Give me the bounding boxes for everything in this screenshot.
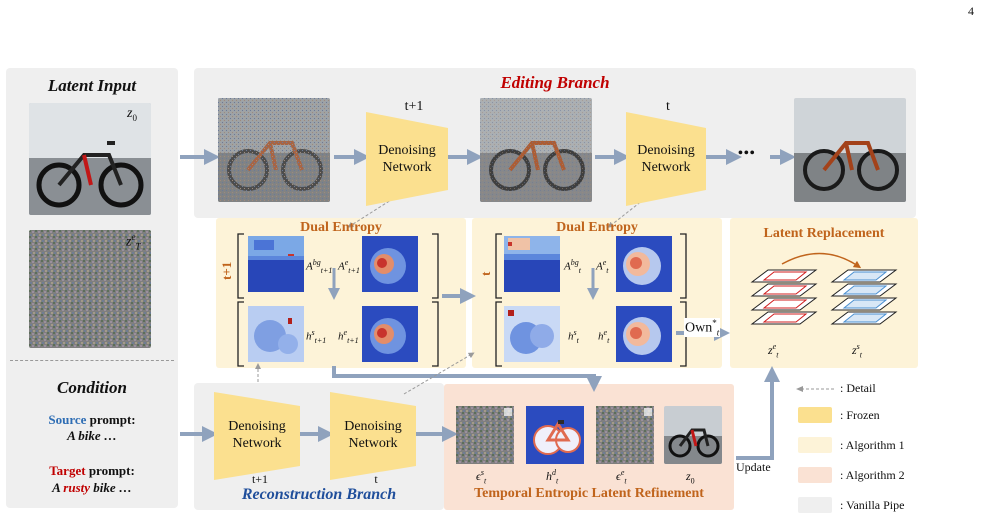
editing-step-label-1: t+1 [404,99,424,114]
stack-left [750,269,818,325]
ellipsis: ••• [738,146,756,161]
dual-entropy-right-title: Dual Entropy [556,220,638,235]
source-prompt-text: A bike … [67,428,117,443]
map-he-t [616,306,672,362]
arrow-update [736,366,780,460]
map-abg-t1 [248,236,304,292]
editing-step-label-2: t [666,99,670,114]
arrow-dual-to-refinement [332,366,602,392]
replacement-right-label: zst [852,342,863,360]
dual-entropy-left-step: t+1 [219,261,234,280]
label-abg-t: Abgt [564,258,581,275]
editing-denoising-network-2-label: Denoising Network [637,143,695,175]
label-ae-t1: Aet+1 [338,258,360,275]
editing-noisy-image-1 [218,98,330,202]
source-prompt-label: Source prompt: [48,412,136,427]
detail-line-4 [403,352,475,395]
latent-replacement-title: Latent Replacement [763,226,885,241]
editing-branch-title: Editing Branch [500,73,610,92]
refine-label-2: ϵet [616,468,627,486]
map-hs-t [504,306,560,362]
refine-eps-s [456,406,514,464]
legend: : Detail : Frozen : Algorithm 1 : Algori… [796,378,976,518]
recon-step-label-2: t [374,472,378,486]
zT-noise-image [29,230,151,348]
refine-label-0: ϵst [476,468,487,486]
zT-label: zeT [126,232,141,252]
map-ae-t [616,236,672,292]
label-he-t: het [598,328,610,345]
refine-z0 [664,406,722,464]
legend-detail-icon [796,384,836,394]
page-number: 4 [968,4,974,18]
recon-denoising-network-2: Denoising Network [330,392,416,480]
editing-output-image [794,98,906,202]
refine-hd [526,406,584,464]
detail-line-2 [607,192,653,228]
label-hs-t1: hst+1 [306,328,327,345]
recon-denoising-network-1-label: Denoising Network [228,419,286,451]
editing-denoising-network-1: Denoising Network [366,112,448,206]
legend-frozen-swatch [798,407,832,423]
legend-frozen-label: : Frozen [840,408,880,422]
editing-noisy-image-2 [480,98,592,202]
dual-entropy-right-step: t [478,271,493,276]
replacement-left-label: zet [768,342,779,360]
recon-denoising-network-2-label: Denoising Network [344,419,402,451]
target-prompt-text: A rusty bike … [52,480,132,495]
label-hs-t: hst [568,328,579,345]
latent-input-title: Latent Input [47,76,137,95]
legend-alg1-swatch [798,437,832,453]
update-label: Update [736,460,771,474]
legend-alg2-label: : Algorithm 2 [840,468,905,482]
editing-denoising-network-2: Denoising Network [626,112,706,206]
own-label: Own*t [684,318,721,338]
reconstruction-branch-title: Reconstruction Branch [241,486,397,503]
left-panel-divider [10,360,174,361]
map-he-t1 [362,306,418,362]
z0-image [29,103,151,215]
map-ae-t1 [362,236,418,292]
z0-label: z0 [127,106,137,123]
refine-label-3: z0 [686,469,695,486]
refine-label-1: hdt [546,468,559,486]
legend-alg1-label: : Algorithm 1 [840,438,905,452]
legend-detail-label: : Detail [840,381,876,395]
map-abg-t [504,236,560,292]
stack-right [830,269,898,325]
legend-vanilla-label: : Vanilla Pipe [840,498,905,512]
refine-eps-e [596,406,654,464]
recon-denoising-network-1: Denoising Network [214,392,300,480]
label-ae-t: Aet [596,258,609,275]
latent-replacement-stacks [750,252,898,325]
condition-title: Condition [57,378,127,397]
editing-denoising-network-1-label: Denoising Network [378,143,436,175]
recon-step-label-1: t+1 [251,472,269,486]
map-hs-t1 [248,306,304,362]
target-prompt-label: Target prompt: [49,463,135,478]
legend-vanilla-swatch [798,497,832,513]
label-abg-t1: Abgt+1 [306,258,333,275]
label-he-t1: het+1 [338,328,359,345]
dual-entropy-left-title: Dual Entropy [300,220,382,235]
legend-alg2-swatch [798,467,832,483]
refinement-title: Temporal Entropic Latent Refinement [474,486,704,501]
dual-entropy-left-brackets [237,233,439,367]
